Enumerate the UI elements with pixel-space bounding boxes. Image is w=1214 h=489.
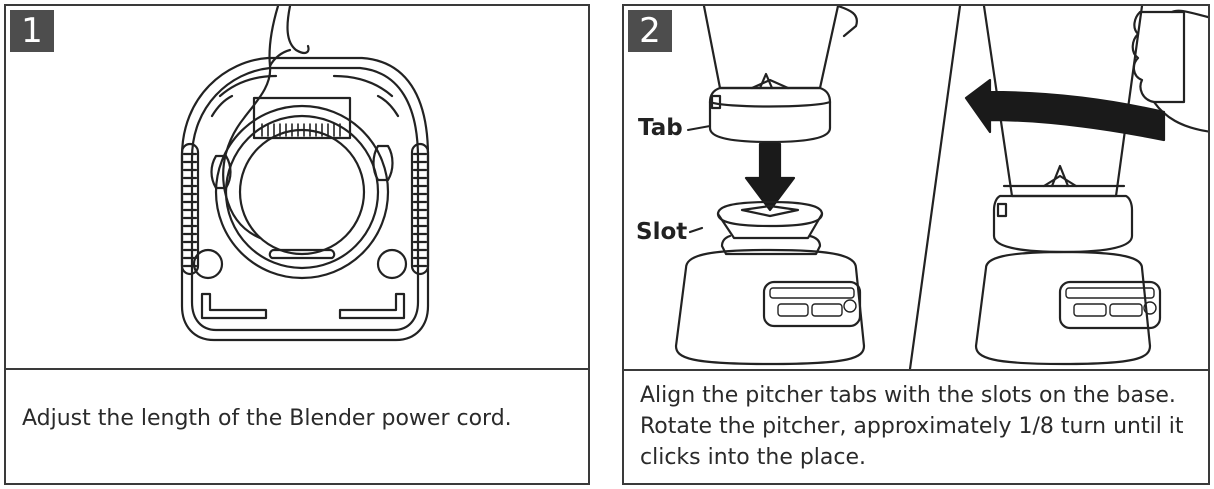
foot [376, 248, 408, 280]
step-2-caption: Align the pitcher tabs with the slots on… [640, 383, 1184, 470]
tab-callout: Tab [638, 115, 683, 141]
step-1-illustration: 1 [6, 6, 588, 370]
step-2-panel: 2 Tab Slot [622, 4, 1210, 485]
pitcher-alignment-illustration [674, 6, 1208, 369]
step-2-illustration: 2 Tab Slot [624, 6, 1208, 371]
step-1-panel: 1 [4, 4, 590, 485]
cord-wrap-ring [214, 104, 390, 280]
pitcher [702, 6, 858, 144]
power-cord [222, 6, 280, 240]
blender-motor-base [674, 200, 866, 366]
step-1-caption: Adjust the length of the Blender power c… [22, 406, 512, 431]
slot-callout: Slot [636, 219, 688, 245]
step-number-badge: 2 [628, 10, 672, 52]
blender-base-underside [180, 6, 430, 342]
base-outline [180, 56, 430, 342]
foot [192, 248, 224, 280]
left-grille [180, 142, 200, 276]
right-grille [410, 142, 430, 276]
rotate-arrow-icon [964, 78, 1166, 142]
step-number-badge: 1 [10, 10, 54, 52]
down-arrow-icon [744, 142, 796, 212]
